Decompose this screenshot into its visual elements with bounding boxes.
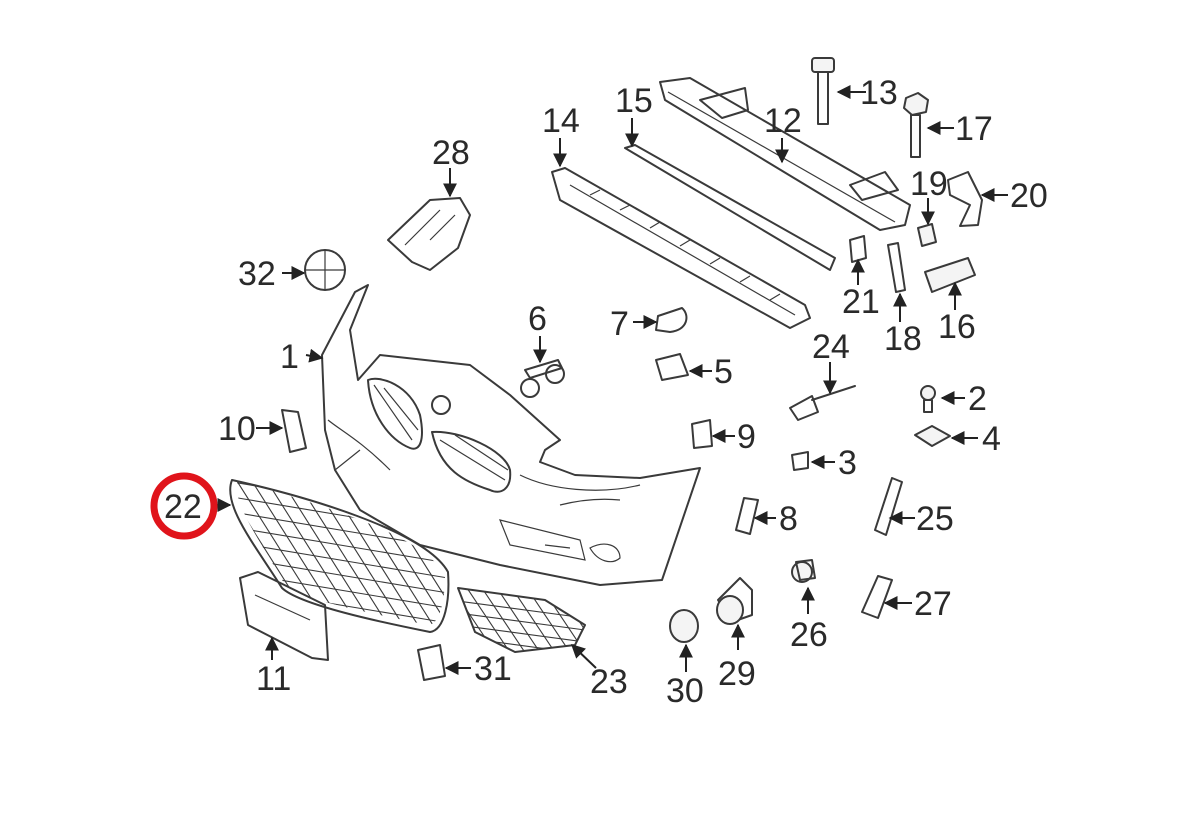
bracket-part-31[interactable] <box>417 644 446 681</box>
callout-29[interactable]: 29 <box>718 655 756 693</box>
callout-18[interactable]: 18 <box>884 320 922 358</box>
leader-lines <box>210 85 1008 675</box>
callout-1[interactable]: 1 <box>280 338 299 376</box>
screw-part-2[interactable] <box>920 385 936 413</box>
callout-11[interactable]: 11 <box>256 660 291 698</box>
sensor-part-29[interactable] <box>716 577 753 625</box>
callout-16[interactable]: 16 <box>938 308 976 346</box>
bracket-part-20[interactable] <box>947 171 983 227</box>
callout-3[interactable]: 3 <box>838 444 857 482</box>
callout-13[interactable]: 13 <box>860 74 898 112</box>
pad-part-16[interactable] <box>924 257 976 293</box>
callout-25[interactable]: 25 <box>916 500 954 538</box>
callout-4[interactable]: 4 <box>982 420 1001 458</box>
air-duct-part[interactable] <box>387 197 471 271</box>
clip-part-3[interactable] <box>791 451 809 471</box>
callout-26[interactable]: 26 <box>790 616 828 654</box>
callout-14[interactable]: 14 <box>542 102 580 140</box>
callout-9[interactable]: 9 <box>737 418 756 456</box>
bracket-part-8[interactable] <box>735 497 759 535</box>
clip-part-9[interactable] <box>691 419 713 449</box>
callout-17[interactable]: 17 <box>955 110 993 148</box>
bracket-part-10[interactable] <box>281 409 307 453</box>
highlight-circle <box>150 472 218 540</box>
callout-27[interactable]: 27 <box>914 585 952 623</box>
strip-part[interactable] <box>624 144 836 271</box>
callout-28[interactable]: 28 <box>432 134 470 172</box>
bracket-part-5[interactable] <box>655 353 689 381</box>
callout-7[interactable]: 7 <box>610 305 629 343</box>
callout-23[interactable]: 23 <box>590 663 628 701</box>
cover-cap-part-7[interactable] <box>655 307 688 333</box>
bracket-part-18[interactable] <box>887 242 906 293</box>
trim-part-25[interactable] <box>874 477 903 536</box>
side-grille-part[interactable] <box>450 585 605 660</box>
callout-2[interactable]: 2 <box>968 380 987 418</box>
bracket-part-27[interactable] <box>861 575 893 619</box>
callout-5[interactable]: 5 <box>714 353 733 391</box>
callout-15[interactable]: 15 <box>615 82 653 120</box>
callout-20[interactable]: 20 <box>1010 177 1048 215</box>
callout-24[interactable]: 24 <box>812 328 850 366</box>
energy-absorber-part[interactable] <box>551 167 811 329</box>
license-plate-bracket-part[interactable] <box>239 571 329 661</box>
callout-12[interactable]: 12 <box>764 102 802 140</box>
sensor-part-26[interactable] <box>791 559 816 583</box>
ring-part-30[interactable] <box>669 609 699 643</box>
callout-30[interactable]: 30 <box>666 672 704 710</box>
callout-22[interactable]: 22 <box>164 488 202 526</box>
callout-32[interactable]: 32 <box>238 255 276 293</box>
emblem-part[interactable] <box>304 249 346 291</box>
clip-part-21[interactable] <box>849 235 867 263</box>
callout-8[interactable]: 8 <box>779 500 798 538</box>
bracket-part-19[interactable] <box>917 223 937 247</box>
callout-6[interactable]: 6 <box>528 300 547 338</box>
clip-pair-part[interactable] <box>520 359 565 398</box>
nut-part-4[interactable] <box>914 425 951 447</box>
bumper-cover-part[interactable] <box>321 284 701 586</box>
callout-10[interactable]: 10 <box>218 410 256 448</box>
callout-labels: 1 2 3 4 5 6 7 8 9 10 11 12 13 14 15 16 1… <box>164 74 1048 710</box>
callout-21[interactable]: 21 <box>842 283 880 321</box>
bolt-part-13[interactable] <box>811 57 835 125</box>
callout-31[interactable]: 31 <box>474 650 512 688</box>
sensor-part-24[interactable] <box>789 385 856 421</box>
bolt-part-17[interactable] <box>903 92 929 158</box>
callout-19[interactable]: 19 <box>910 165 948 203</box>
